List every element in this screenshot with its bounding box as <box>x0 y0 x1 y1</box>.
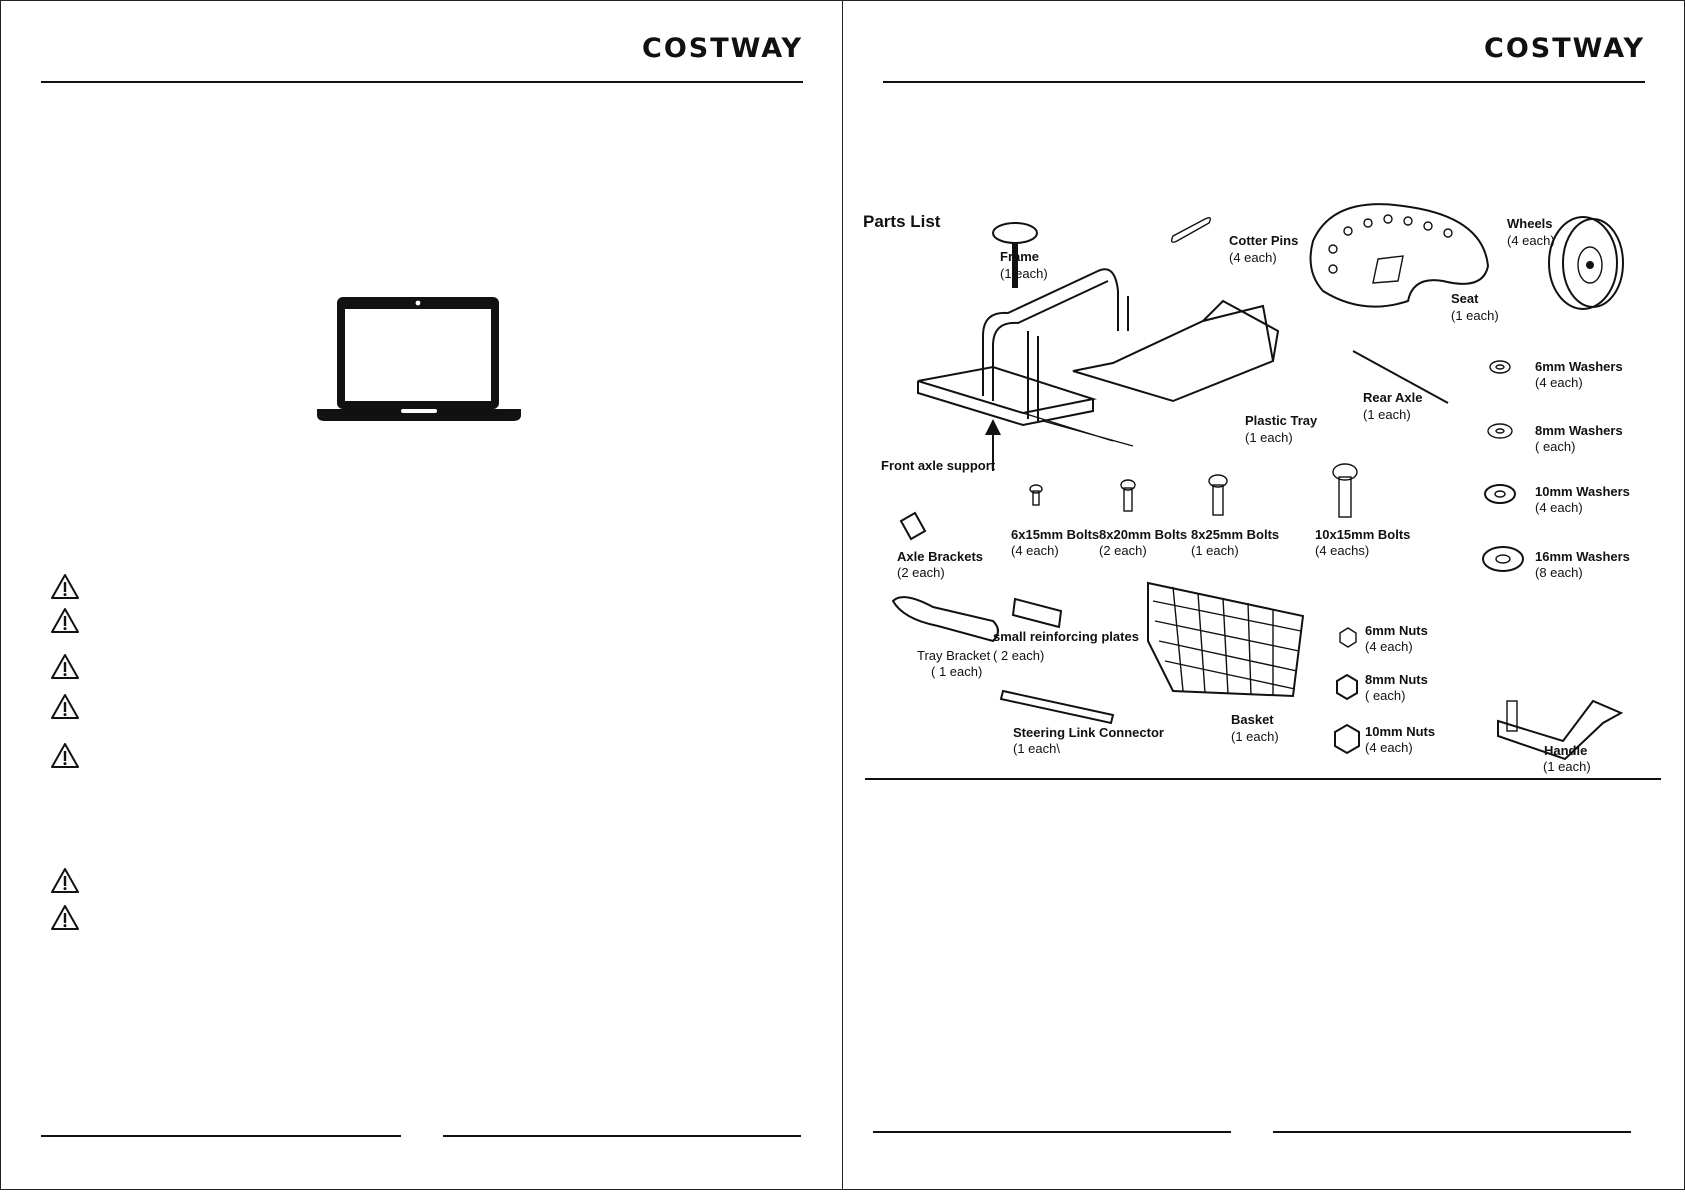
qty-6x15-bolts: (4 each) <box>1011 543 1059 558</box>
qty-8mm-nuts: ( each) <box>1365 688 1405 703</box>
label-6mm-washers: 6mm Washers <box>1535 359 1623 374</box>
qty-seat: (1 each) <box>1451 308 1499 323</box>
footer-rule-left <box>873 1131 1231 1133</box>
label-axle-brackets: Axle Brackets <box>897 549 983 564</box>
washers-illustration <box>1482 360 1524 572</box>
qty-10mm-nuts: (4 each) <box>1365 740 1413 755</box>
plastic-tray-illustration <box>1072 299 1280 403</box>
seat-illustration <box>1309 203 1490 308</box>
warning-icon <box>51 868 79 893</box>
label-8x25-bolts: 8x25mm Bolts <box>1191 527 1279 542</box>
nuts-illustration <box>1334 627 1360 755</box>
header-rule <box>41 81 803 83</box>
footer-rule-right <box>1273 1131 1631 1133</box>
qty-6mm-washers: (4 each) <box>1535 375 1583 390</box>
label-10x15-bolts: 10x15mm Bolts <box>1315 527 1410 542</box>
parts-list-title: Parts List <box>863 212 941 231</box>
qty-10x15-bolts: (4 eachs) <box>1315 543 1369 558</box>
qty-rear-axle: (1 each) <box>1363 407 1411 422</box>
qty-8mm-washers: ( each) <box>1535 439 1575 454</box>
label-6mm-nuts: 6mm Nuts <box>1365 623 1428 638</box>
label-cotter-pins: Cotter Pins <box>1229 233 1298 248</box>
qty-reinforcing-plates: ( 2 each) <box>993 648 1044 663</box>
axle-bracket-illustration <box>899 511 927 541</box>
left-page: COSTWAY <box>0 0 843 1190</box>
label-10mm-nuts: 10mm Nuts <box>1365 724 1435 739</box>
qty-frame: (1 each) <box>1000 266 1048 281</box>
frame-illustration <box>917 222 1134 447</box>
handle-illustration <box>1497 699 1624 761</box>
brand-logo: COSTWAY <box>1484 33 1646 64</box>
qty-basket: (1 each) <box>1231 729 1279 744</box>
warning-icon <box>51 743 79 768</box>
qty-steering-link: (1 each\ <box>1013 741 1060 756</box>
label-8mm-nuts: 8mm Nuts <box>1365 672 1428 687</box>
brand-logo: COSTWAY <box>642 33 804 64</box>
footer-rule-right <box>443 1135 801 1137</box>
qty-wheels: (4 each) <box>1507 233 1555 248</box>
warning-icon <box>51 608 79 633</box>
steering-link-illustration <box>999 689 1115 725</box>
qty-plastic-tray: (1 each) <box>1245 430 1293 445</box>
label-8mm-washers: 8mm Washers <box>1535 423 1623 438</box>
qty-axle-brackets: (2 each) <box>897 565 945 580</box>
laptop-icon <box>317 297 521 421</box>
basket-illustration <box>1147 581 1305 698</box>
qty-8x25-bolts: (1 each) <box>1191 543 1239 558</box>
warning-icon <box>51 694 79 719</box>
qty-handle: (1 each) <box>1543 759 1591 774</box>
label-plastic-tray: Plastic Tray <box>1245 413 1318 428</box>
label-8x20-bolts: 8x20mm Bolts <box>1099 527 1187 542</box>
label-frame: Frame <box>1000 249 1039 264</box>
bolts-illustration <box>1029 463 1358 518</box>
label-handle: Handle <box>1544 743 1587 758</box>
label-6x15-bolts: 6x15mm Bolts <box>1011 527 1099 542</box>
warning-icon <box>51 574 79 599</box>
qty-6mm-nuts: (4 each) <box>1365 639 1413 654</box>
label-16mm-washers: 16mm Washers <box>1535 549 1630 564</box>
qty-10mm-washers: (4 each) <box>1535 500 1583 515</box>
warning-icon <box>51 654 79 679</box>
rear-axle-illustration <box>1352 350 1449 404</box>
label-wheels: Wheels <box>1507 216 1553 231</box>
label-10mm-washers: 10mm Washers <box>1535 484 1630 499</box>
label-steering-link: Steering Link Connector <box>1013 725 1164 740</box>
qty-cotter-pins: (4 each) <box>1229 250 1277 265</box>
header-rule <box>883 81 1645 83</box>
label-rear-axle: Rear Axle <box>1363 390 1423 405</box>
qty-tray-bracket: ( 1 each) <box>931 664 982 679</box>
label-seat: Seat <box>1451 291 1479 306</box>
reinforcing-plate-illustration <box>1011 597 1063 629</box>
label-basket: Basket <box>1231 712 1274 727</box>
cotter-pin-illustration <box>1170 216 1212 243</box>
right-page: COSTWAY Parts List <box>842 0 1685 1190</box>
tray-bracket-illustration <box>891 596 999 643</box>
label-front-axle-support: Front axle support <box>881 458 996 473</box>
warning-icon <box>51 905 79 930</box>
parts-list-figure: Parts List <box>863 203 1661 780</box>
qty-8x20-bolts: (2 each) <box>1099 543 1147 558</box>
footer-rule-left <box>41 1135 401 1137</box>
label-tray-bracket: Tray Bracket <box>917 648 991 663</box>
wheel-illustration <box>1548 216 1624 310</box>
label-reinforcing-plates: small reinforcing plates <box>993 629 1139 644</box>
qty-16mm-washers: (8 each) <box>1535 565 1583 580</box>
